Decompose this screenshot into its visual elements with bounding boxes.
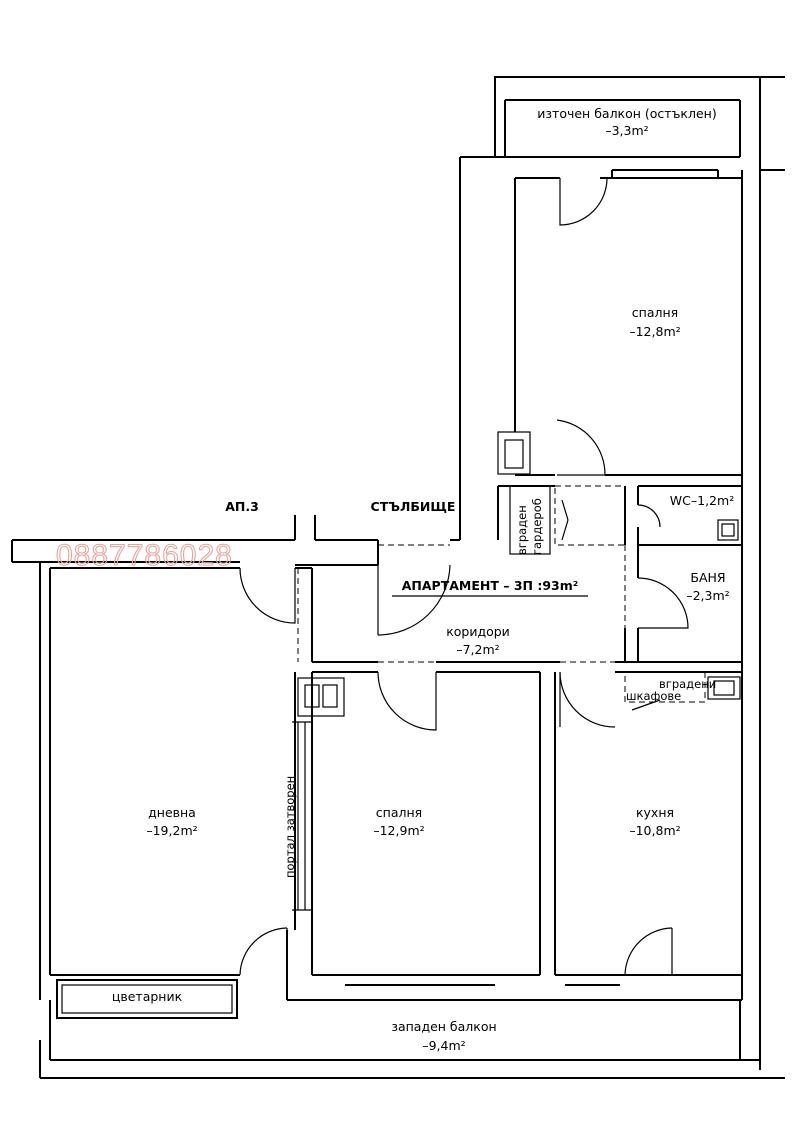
cabinets-label-2: шкафове xyxy=(626,689,681,703)
staircase-label: СТЪЛБИЩЕ xyxy=(371,499,456,514)
east-balcony-name: източен балкон (остъклен) xyxy=(537,106,716,121)
corridor-name: коридори xyxy=(446,624,510,639)
phone-watermark: 0887786028 xyxy=(56,539,233,572)
flower-box-label: цветарник xyxy=(112,989,183,1004)
door-swings xyxy=(239,177,689,976)
corridor-area: –7,2m² xyxy=(456,642,499,657)
bathroom-area: –2,3m² xyxy=(686,588,729,603)
kitchen-area: –10,8m² xyxy=(629,823,680,838)
dashed-openings xyxy=(297,485,706,910)
bedroom-south-area: –12,9m² xyxy=(373,823,424,838)
east-balcony-area: –3,3m² xyxy=(605,123,648,138)
cabinets-label-1: вградени xyxy=(659,677,716,691)
portal-label: портал затворен xyxy=(283,776,297,878)
west-balcony-name: западен балкон xyxy=(391,1019,496,1034)
living-room-area: –19,2m² xyxy=(146,823,197,838)
bathroom-name: БАНЯ xyxy=(690,570,725,585)
apartment-3-label: АП.3 xyxy=(225,499,259,514)
west-balcony-area: –9,4m² xyxy=(422,1038,465,1053)
living-room-name: дневна xyxy=(148,805,196,820)
exterior-walls xyxy=(11,76,785,1079)
wardrobe-label-2: гардероб xyxy=(530,498,544,555)
bedroom-north-area: –12,8m² xyxy=(629,324,680,339)
bedroom-south-name: спалня xyxy=(376,805,422,820)
kitchen-name: кухня xyxy=(636,805,674,820)
fixtures xyxy=(292,431,741,911)
wc-label: WC–1,2m² xyxy=(670,493,734,508)
wardrobe-label-1: вграден xyxy=(515,505,529,555)
apartment-title: АПАРТАМЕНТ – 3П :93m² xyxy=(402,578,579,593)
bedroom-north-name: спалня xyxy=(632,305,678,320)
